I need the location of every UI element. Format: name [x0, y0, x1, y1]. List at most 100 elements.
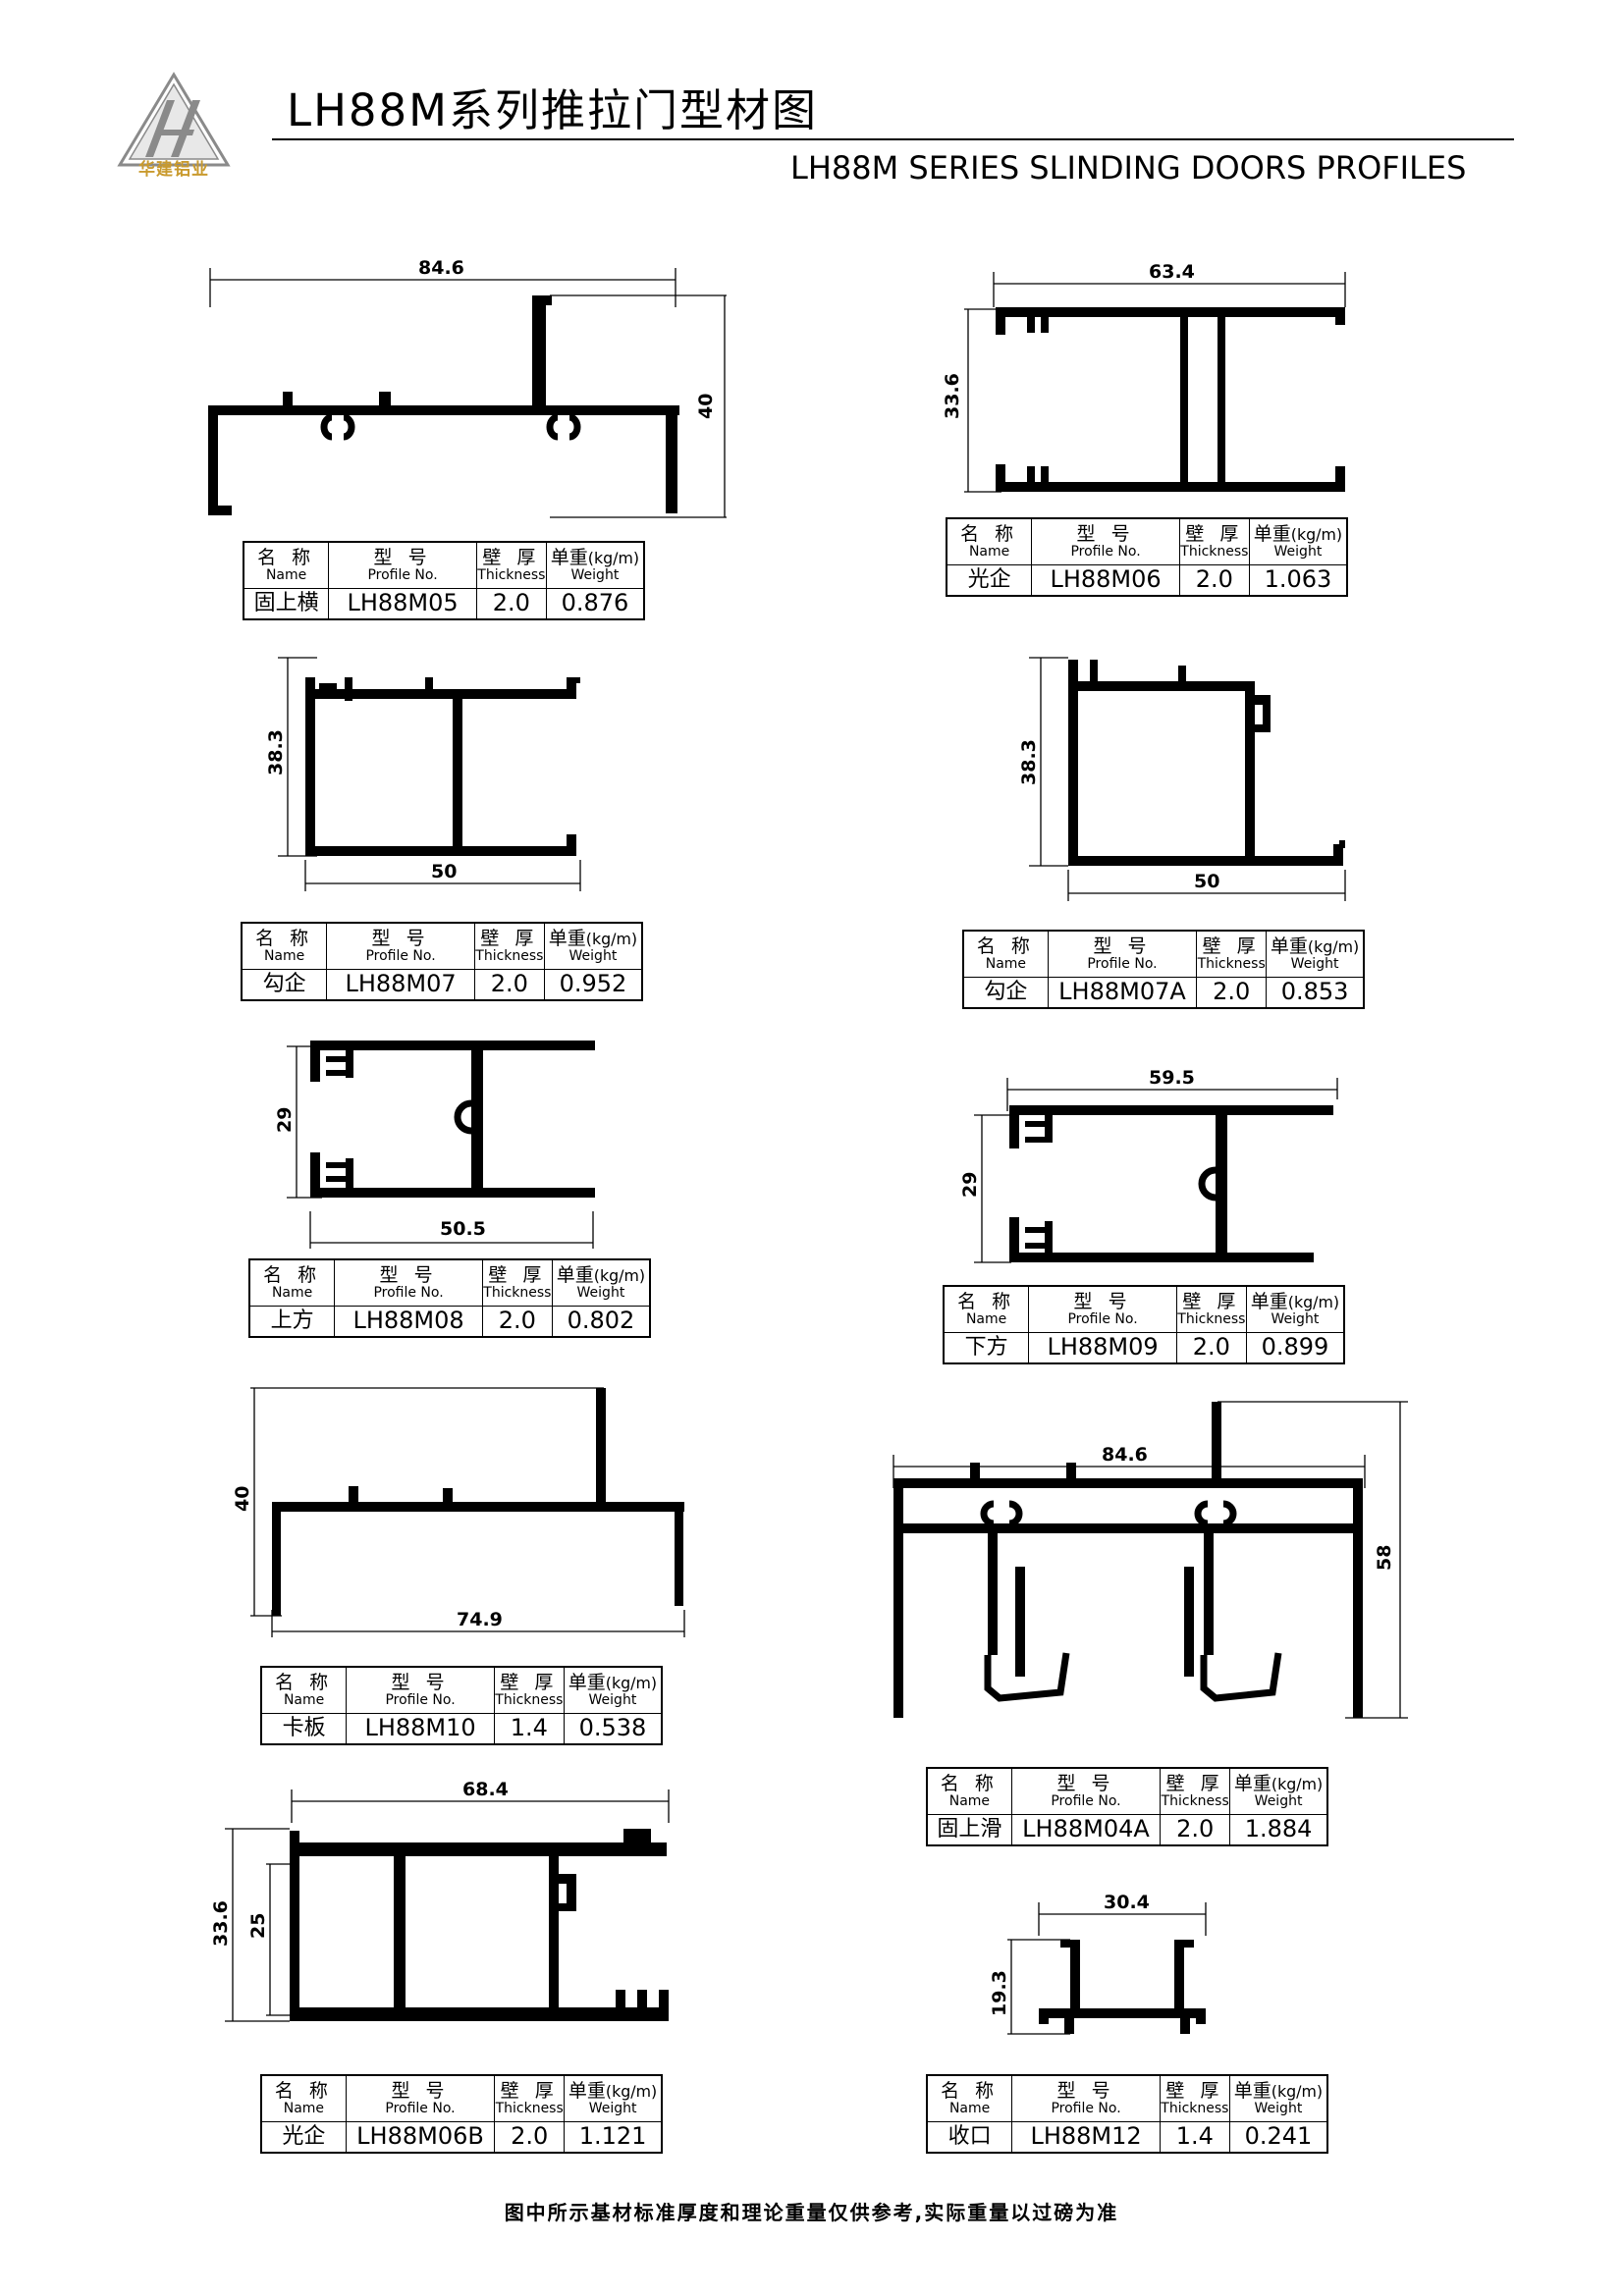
profile-name: 收口	[926, 2121, 1013, 2154]
header-weight-unit: (kg/m)	[1287, 1292, 1340, 1311]
dim-height: 29	[274, 1107, 296, 1133]
profile-no: LH88M09	[1028, 1332, 1177, 1364]
profile-thickness: 2.0	[481, 1306, 553, 1338]
header-weight-unit: (kg/m)	[593, 1265, 646, 1285]
header-profile-en: Profile No.	[1051, 1792, 1121, 1809]
profile-thickness: 1.4	[493, 1713, 565, 1745]
profile-weight: 0.952	[543, 969, 643, 1001]
company-logo-icon	[117, 72, 231, 167]
header-name-cn: 名 称	[940, 1772, 999, 1794]
header-profile-cn: 型 号	[391, 1671, 450, 1693]
profile-name: 勾企	[962, 977, 1049, 1009]
profile-name: 卡板	[260, 1713, 348, 1745]
header-thickness-cn: 壁 厚	[1165, 1772, 1224, 1794]
logo-text: 华建铝业	[138, 160, 209, 180]
header-thickness-en: Thickness	[1161, 2100, 1229, 2116]
profile-no: LH88M12	[1011, 2121, 1161, 2154]
dim-width: 50	[431, 861, 457, 882]
dim-width: 30.4	[1104, 1892, 1150, 1913]
header-weight-en: Weight	[588, 2100, 637, 2116]
profile-weight: 0.853	[1266, 977, 1365, 1009]
dim-height: 58	[1374, 1545, 1395, 1571]
dim-width: 50	[1194, 871, 1219, 892]
dim-height: 38.3	[265, 729, 287, 775]
dim-width: 63.4	[1149, 261, 1195, 283]
header-weight-en: Weight	[1254, 2100, 1303, 2116]
dim-height-outer: 33.6	[210, 1900, 232, 1947]
header-profile-cn: 型 号	[1073, 1290, 1132, 1312]
header-name-cn: 名 称	[960, 522, 1019, 545]
dim-height: 38.3	[1018, 739, 1040, 785]
profile-weight: 0.876	[545, 588, 645, 620]
profile-thickness: 2.0	[475, 588, 547, 620]
profile-no: LH88M05	[328, 588, 477, 620]
profile-drawing-lh88m07a: 38.3 50	[1018, 657, 1346, 901]
profile-drawing-lh88m05: 84.6 40	[208, 257, 727, 518]
header-name-en: Name	[948, 2100, 991, 2116]
dim-height-inner: 25	[247, 1913, 269, 1939]
header-profile-cn: 型 号	[1093, 934, 1152, 957]
profile-drawing-lh88m12: 30.4 19.3	[989, 1892, 1207, 2035]
header-name-cn: 名 称	[255, 927, 314, 949]
profile-no: LH88M07A	[1047, 977, 1198, 1009]
header-weight-unit: (kg/m)	[585, 929, 638, 948]
footer-note: 图中所示基材标准厚度和理论重量仅供参考,实际重量以过磅为准	[504, 2201, 1119, 2224]
profile-thickness: 2.0	[1196, 977, 1268, 1009]
header-weight-en: Weight	[1290, 955, 1339, 972]
header-name-cn: 名 称	[941, 2079, 1000, 2102]
dim-height: 33.6	[942, 373, 963, 419]
header-thickness-en: Thickness	[1197, 955, 1266, 972]
header-thickness-cn: 壁 厚	[480, 927, 539, 949]
dim-width: 84.6	[418, 257, 464, 279]
dim-width: 74.9	[457, 1609, 503, 1630]
header-profile-en: Profile No.	[1087, 955, 1158, 972]
profile-name: 下方	[943, 1332, 1030, 1364]
header-thickness-cn: 壁 厚	[488, 1263, 547, 1286]
header-weight-unit: (kg/m)	[1271, 2081, 1324, 2101]
profile-drawing-lh88m04a: 84.6 58	[893, 1401, 1408, 1719]
header-profile-cn: 型 号	[373, 546, 432, 568]
profile-drawing-lh88m07: 38.3 50	[265, 657, 581, 891]
header-name-en: Name	[968, 543, 1010, 560]
page-title-cn: LH88M系列推拉门型材图	[287, 84, 818, 136]
header-weight-en: Weight	[568, 947, 618, 964]
header-profile-en: Profile No.	[1067, 1310, 1138, 1327]
header-thickness-cn: 壁 厚	[1202, 934, 1261, 957]
header-profile-en: Profile No.	[1051, 2100, 1121, 2116]
header-weight-cn: 单重	[550, 546, 588, 568]
header-thickness-cn: 壁 厚	[482, 546, 541, 568]
header-thickness-cn: 壁 厚	[500, 2079, 559, 2102]
header-weight-en: Weight	[570, 566, 620, 583]
header-profile-en: Profile No.	[385, 2100, 456, 2116]
header-weight-en: Weight	[576, 1284, 625, 1301]
profile-name: 光企	[260, 2121, 347, 2154]
header-weight-cn: 单重	[1233, 1772, 1271, 1794]
dim-width: 50.5	[440, 1218, 486, 1240]
header-name-en: Name	[263, 947, 305, 964]
header-weight-cn: 单重	[1250, 1290, 1288, 1312]
profile-no: LH88M07	[326, 969, 475, 1001]
profile-name: 固上横	[243, 588, 330, 620]
header-weight-cn: 单重	[556, 1263, 594, 1286]
profile-drawing-lh88m08: 29 50.5	[274, 1041, 595, 1249]
header-name-en: Name	[283, 2100, 325, 2116]
header-name-cn: 名 称	[275, 1671, 334, 1693]
profile-name: 上方	[248, 1306, 336, 1338]
profile-drawing-lh88m10: 40 74.9	[232, 1387, 685, 1637]
header-name-en: Name	[948, 1792, 991, 1809]
dim-height: 40	[695, 394, 717, 419]
header-name-en: Name	[965, 1310, 1007, 1327]
header-weight-en: Weight	[1271, 1310, 1320, 1327]
header-weight-cn: 单重	[568, 1671, 606, 1693]
header-thickness-en: Thickness	[495, 2100, 564, 2116]
header-name-cn: 名 称	[957, 1290, 1016, 1312]
profile-no: LH88M08	[334, 1306, 483, 1338]
header-thickness-en: Thickness	[1161, 1792, 1229, 1809]
